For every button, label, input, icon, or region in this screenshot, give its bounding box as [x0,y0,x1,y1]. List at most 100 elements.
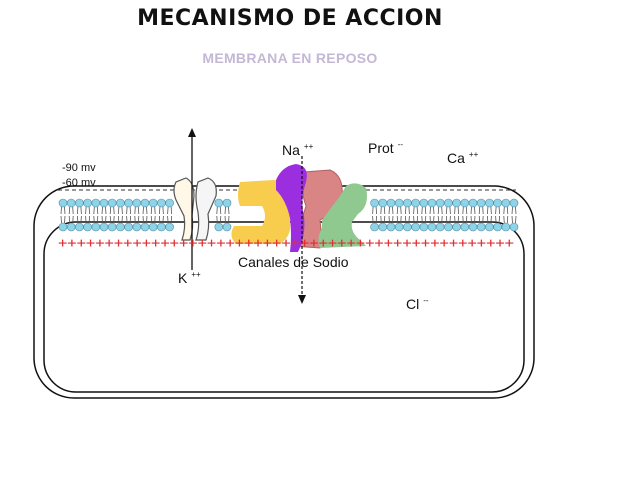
lipid-tail [93,206,99,215]
lipid-tail [159,215,164,224]
page-title: MECANISMO DE ACCION [137,6,443,31]
lipid-tail [118,206,123,215]
lipid-tail [462,206,468,215]
lipid-head [411,198,420,208]
lipid-head [427,222,437,232]
lipid-head [394,222,404,232]
potassium-charge: ++ [191,270,201,279]
lipid-tail [85,215,90,224]
lipid-head [140,222,150,232]
lipid-head [403,222,412,232]
potassium-arrowhead [188,128,196,137]
lipid-tail [224,215,230,224]
lipid-tail [93,215,99,224]
lipid-tail [454,215,459,224]
lipid-tail [142,215,148,224]
lipid-tail [159,206,164,215]
lipid-head [493,198,502,208]
lipid-tail [503,206,509,215]
lipid-head [460,198,470,208]
lipid-tail [68,215,74,224]
lipid-head [148,198,158,208]
sodium-purple-subunit [276,164,307,252]
potassium-channel [173,177,217,241]
lipid-tail [413,215,418,224]
lipid-tail [150,206,156,215]
lipid-head [75,222,84,232]
lipid-head [91,198,101,208]
lipid-head [419,222,429,232]
lipid-tail [224,206,230,215]
lipid-tail [372,215,377,224]
lipid-tail [134,215,140,224]
lipid-tail [495,206,500,215]
lipid-tail [167,206,172,215]
lipid-head [124,222,133,232]
lipid-tail [511,215,517,224]
lipid-tail [396,215,402,224]
protein-charge: -- [397,140,404,149]
lipid-head [116,222,125,232]
lipid-tail [134,206,140,215]
lipid-tail [60,215,66,224]
lipid-tail [495,215,500,224]
lipid-tail [118,215,123,224]
lipid-head [378,222,388,232]
lipid-tail [216,206,222,215]
sodium-symbol: Na [282,142,300,158]
lipid-head [214,222,224,232]
lipid-head [148,222,158,232]
lipid-tail [388,215,394,224]
lipid-head [501,198,511,208]
lipid-tail [462,215,468,224]
lipid-tail [109,206,115,215]
lipid-tail [446,206,451,215]
lipid-head [460,222,470,232]
lipid-tail [487,206,492,215]
lipid-tail [77,206,82,215]
lipid-head [476,222,486,232]
lipid-head [132,222,142,232]
phospholipid-bilayer [58,198,519,232]
lipid-head [132,198,142,208]
lipid-tail [470,206,476,215]
sodium-arrowhead [298,295,306,304]
lipid-head [509,222,519,232]
lipid-head [444,222,453,232]
lipid-head [75,198,84,208]
lipid-head [222,222,232,232]
calcium-ion-label: Ca++ [447,150,478,166]
calcium-charge: ++ [468,150,479,159]
lipid-head [165,222,174,232]
lipid-head [452,222,461,232]
lipid-tail [511,206,517,215]
lipid-head [476,198,486,208]
lipid-head [427,198,437,208]
lipid-head [124,198,133,208]
potassium-ion-label: K++ [178,270,201,286]
lipid-head [157,222,166,232]
lipid-tail [167,215,172,224]
sodium-charge: ++ [303,142,314,151]
chloride-ion-label: Cl-- [406,296,429,312]
lipid-tail [109,215,115,224]
lipid-head [444,198,453,208]
lipid-tail [421,206,427,215]
lipid-tail [216,215,222,224]
lipid-tail [429,206,435,215]
lipid-tail [437,215,443,224]
lipid-head [58,198,68,208]
lipid-head [435,222,445,232]
lipid-head [419,198,429,208]
lipid-head [485,198,494,208]
lipid-head [165,198,174,208]
calcium-symbol: Ca [447,150,465,166]
lipid-head [83,222,92,232]
lipid-head [493,222,502,232]
lipid-head [99,198,109,208]
lipid-head [116,198,125,208]
lipid-tail [380,206,386,215]
lipid-head [378,198,388,208]
chloride-symbol: Cl [406,296,420,312]
